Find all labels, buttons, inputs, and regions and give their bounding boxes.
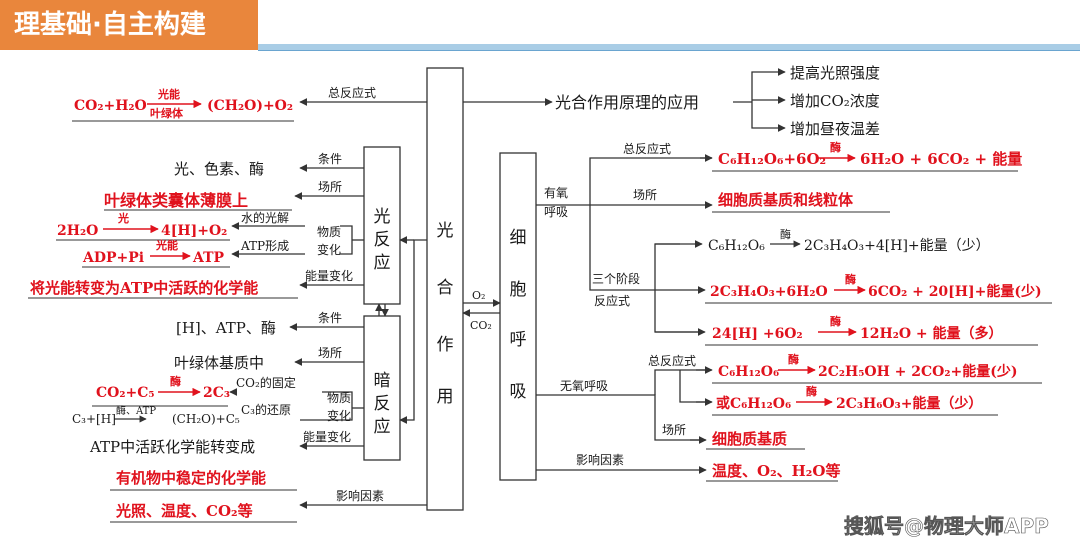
o2-label: O₂ xyxy=(472,289,485,302)
anaerobic-site-label: 场所 xyxy=(662,423,686,437)
respiration-box xyxy=(499,152,537,481)
stage1-right: 2C₃H₄O₃+4[H]+能量（少） xyxy=(804,238,990,254)
application-item-2: 增加CO₂浓度 xyxy=(790,92,880,110)
respiration-char-2: 胞 xyxy=(510,280,527,300)
aerobic-overall-label: 总反应式 xyxy=(623,141,671,156)
dark-char-2: 反 xyxy=(374,394,391,414)
anaerobic-eq1-top: 酶 xyxy=(788,352,799,366)
anaerobic-eq2-left: 或C₆H₁₂O₆ xyxy=(716,395,791,412)
anaerobic-site-value: 细胞质基质 xyxy=(712,430,787,448)
dark-energy-label: 能量变化 xyxy=(303,429,351,444)
co2-fixation-label: CO₂的固定 xyxy=(236,375,296,390)
atp-eq-top: 光能 xyxy=(155,238,178,252)
photosynthesis-char-3: 作 xyxy=(437,335,454,355)
aerobic-site-value: 细胞质基质和线粒体 xyxy=(718,191,854,209)
watermark: 搜狐号@物理大师APP xyxy=(844,514,1049,538)
water-photolysis-label: 水的光解 xyxy=(241,210,289,225)
photosynthesis-char-1: 光 xyxy=(437,221,454,241)
banner-title: 理基础·自主构建 xyxy=(14,10,206,40)
light-cond-value: 光、色素、酶 xyxy=(174,160,264,178)
fix-eq-right: 2C₃ xyxy=(203,385,230,401)
light-process-label-1: 物质 xyxy=(317,225,341,239)
section-banner: 理基础·自主构建 xyxy=(0,0,258,50)
application-item-3: 增加昼夜温差 xyxy=(790,120,880,138)
light-char-2: 反 xyxy=(374,230,391,250)
atp-eq-right: ATP xyxy=(192,250,225,266)
anaerobic-overall-label: 总反应式 xyxy=(648,353,696,368)
dark-site-label: 场所 xyxy=(318,346,342,360)
stages-label: 三个阶段 xyxy=(592,271,640,286)
respiration-char-1: 细 xyxy=(510,228,527,248)
anaerobic-eq1-right: 2C₂H₅OH + 2CO₂+能量(少) xyxy=(818,363,1017,380)
stage2-top: 酶 xyxy=(845,272,856,286)
photo-eq-right: (CH₂O)+O₂ xyxy=(207,98,293,114)
dark-site-value: 叶绿体基质中 xyxy=(174,354,264,372)
resp-factor-label: 影响因素 xyxy=(576,452,624,467)
stage3-top: 酶 xyxy=(830,314,841,328)
reduction-eq-right: (CH₂O)+C₅ xyxy=(172,412,240,426)
atp-formation-label: ATP形成 xyxy=(240,239,289,253)
water-eq-right: 4[H]+O₂ xyxy=(161,223,227,239)
light-energy-label: 能量变化 xyxy=(305,268,353,283)
aerobic-site-label: 场所 xyxy=(633,188,657,202)
photo-eq-left: CO₂+H₂O xyxy=(74,98,147,114)
light-process-label-2: 变化 xyxy=(317,242,341,257)
light-site-label: 场所 xyxy=(318,180,342,194)
reduction-eq-left: C₃+[H] xyxy=(72,412,116,426)
resp-factor-value: 温度、O₂、H₂O等 xyxy=(712,462,840,480)
application-item-1: 提高光照强度 xyxy=(790,64,880,82)
photosynthesis-char-4: 用 xyxy=(437,387,454,407)
stages-label-2: 反应式 xyxy=(594,293,630,308)
c3-reduction-label: C₃的还原 xyxy=(241,402,291,417)
light-char-3: 应 xyxy=(374,253,391,273)
stage1-top: 酶 xyxy=(780,228,791,241)
aerobic-eq-right: 6H₂O + 6CO₂ + 能量 xyxy=(860,150,1022,168)
aerobic-eq-left: C₆H₁₂O₆+6O₂ xyxy=(718,150,826,168)
anaerobic-eq2-right: 2C₃H₆O₃+能量（少） xyxy=(836,395,982,412)
light-cond-label: 条件 xyxy=(318,152,342,166)
atp-eq-left: ADP+Pi xyxy=(82,250,144,266)
respiration-char-4: 吸 xyxy=(510,382,527,402)
dark-process-label-2: 变化 xyxy=(327,408,351,423)
anaerobic-eq2-top: 酶 xyxy=(806,384,817,398)
aerobic-label-2: 呼吸 xyxy=(544,205,568,219)
aerobic-eq-top: 酶 xyxy=(830,140,841,154)
aerobic-label-1: 有氧 xyxy=(544,186,568,200)
stage2-right: 6CO₂ + 20[H]+能量(少) xyxy=(868,283,1042,300)
anaerobic-eq1-left: C₆H₁₂O₆ xyxy=(718,364,779,380)
photo-factor-label: 影响因素 xyxy=(336,488,384,503)
dark-energy-value-1: ATP中活跃化学能转变成 xyxy=(89,438,255,456)
water-eq-left: 2H₂O xyxy=(57,223,98,239)
photo-eq-bottom: 叶绿体 xyxy=(150,106,184,120)
dark-cond-label: 条件 xyxy=(318,311,342,325)
co2-label: CO₂ xyxy=(470,319,492,332)
photosynthesis-char-2: 合 xyxy=(437,278,454,298)
dark-cond-value: [H]、ATP、酶 xyxy=(176,319,276,337)
reduction-eq-top: 酶、ATP xyxy=(116,404,156,417)
stage1-left: C₆H₁₂O₆ xyxy=(708,238,765,254)
dark-energy-value-2: 有机物中稳定的化学能 xyxy=(116,469,266,487)
light-energy-value: 将光能转变为ATP中活跃的化学能 xyxy=(30,279,258,297)
stage2-left: 2C₃H₄O₃+6H₂O xyxy=(710,284,828,300)
anaerobic-label: 无氧呼吸 xyxy=(560,379,608,393)
light-site-value: 叶绿体类囊体薄膜上 xyxy=(104,191,248,210)
photo-overall-label: 总反应式 xyxy=(328,85,376,100)
top-divider xyxy=(258,44,1080,50)
top-divider-line xyxy=(258,50,1080,51)
fix-eq-left: CO₂+C₅ xyxy=(96,385,154,401)
stage3-right: 12H₂O + 能量（多） xyxy=(860,325,1003,342)
dark-char-3: 应 xyxy=(374,417,391,437)
respiration-char-3: 呼 xyxy=(510,330,527,350)
light-char-1: 光 xyxy=(374,207,391,227)
photo-eq-top: 光能 xyxy=(157,87,180,101)
stage3-left: 24[H] +6O₂ xyxy=(712,326,803,342)
fix-eq-top: 酶 xyxy=(170,374,181,388)
water-eq-top: 光 xyxy=(117,211,129,225)
dark-char-1: 暗 xyxy=(374,371,391,391)
dark-process-label-1: 物质 xyxy=(327,391,351,405)
photo-factor-value: 光照、温度、CO₂等 xyxy=(115,502,253,520)
application-label: 光合作用原理的应用 xyxy=(555,93,699,112)
photosynthesis-box xyxy=(426,67,464,511)
